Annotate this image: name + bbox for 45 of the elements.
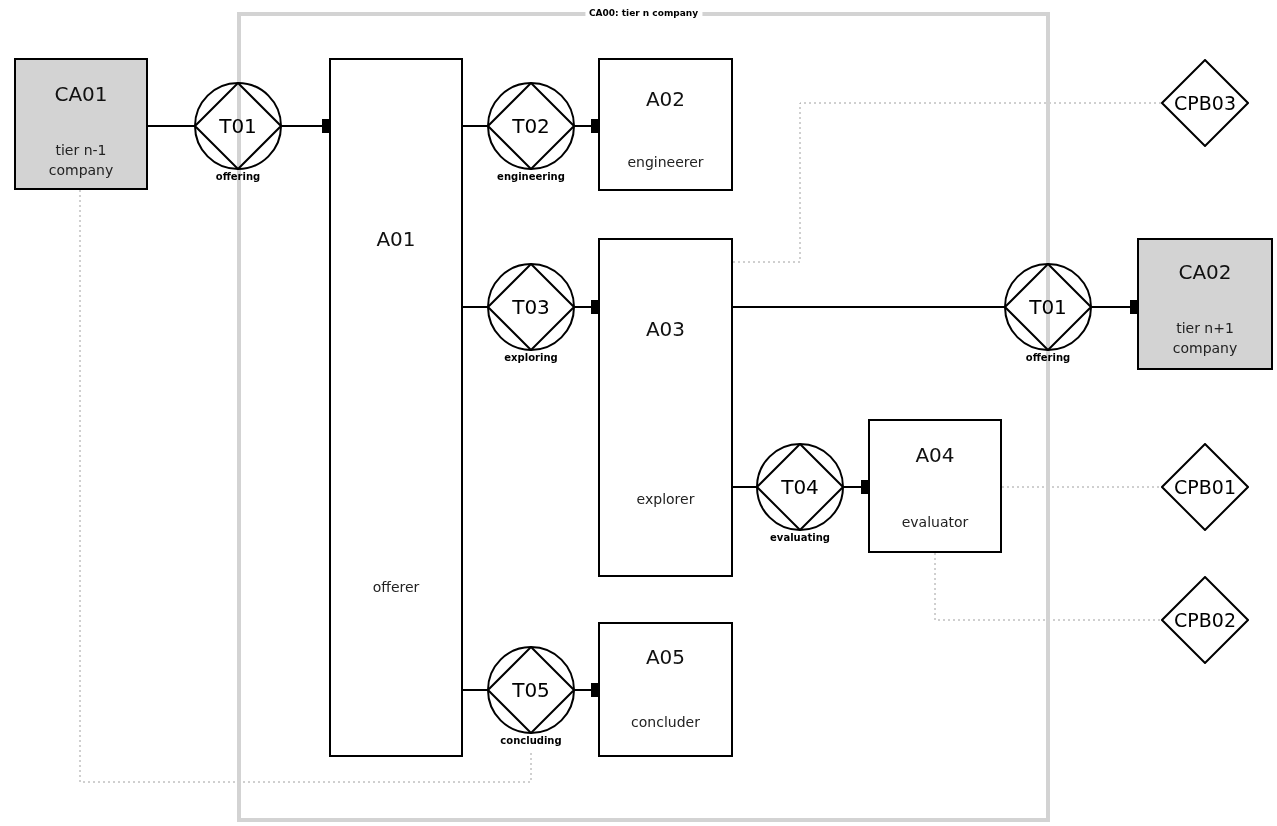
transaction-code: T04	[781, 475, 819, 499]
actor-role: concluder	[631, 713, 700, 732]
transaction-code: T01	[1029, 295, 1067, 319]
transaction-name: concluding	[500, 734, 562, 748]
connector-line	[462, 689, 488, 691]
transaction-code: T01	[219, 114, 257, 138]
actor-code: CA01	[54, 82, 108, 106]
actor-code: CA02	[1178, 260, 1232, 284]
dotted-link	[934, 552, 1162, 621]
connector-line	[462, 306, 488, 308]
boundary-title: CA00: tier n company	[584, 7, 703, 19]
composite-actor-code: CPB03	[1174, 91, 1236, 115]
actor-role: evaluator	[901, 513, 969, 532]
connector-line	[147, 125, 195, 127]
actor-role: engineerer	[627, 153, 704, 172]
transaction-name: offering	[215, 170, 261, 184]
actor-box	[598, 238, 733, 577]
actor-code: A05	[645, 645, 686, 669]
actor-role: offerer	[372, 578, 420, 597]
transaction-name: engineering	[497, 170, 565, 184]
transaction-name: evaluating	[770, 531, 830, 545]
actor-code: A02	[645, 87, 686, 111]
connector-line	[732, 486, 757, 488]
actor-code: A04	[915, 443, 955, 467]
transaction-code: T03	[512, 295, 550, 319]
composite-actor-box	[14, 58, 148, 190]
transaction-name: exploring	[504, 351, 558, 365]
composite-actor-box	[1137, 238, 1273, 370]
dotted-link	[79, 189, 532, 783]
actor-code: A01	[376, 227, 416, 251]
actor-box	[868, 419, 1002, 553]
transaction-name: offering	[1025, 351, 1071, 365]
actor-role: tier n+1 company	[1171, 319, 1239, 358]
transaction-code: T05	[512, 678, 550, 702]
actor-box	[329, 58, 463, 757]
connector-line	[732, 306, 1005, 308]
actor-role: explorer	[636, 490, 695, 509]
actor-code: A03	[645, 317, 686, 341]
actor-box	[598, 622, 733, 757]
actor-role: tier n-1 company	[47, 141, 115, 180]
transaction-code: T02	[512, 114, 550, 138]
composite-actor-code: CPB02	[1174, 608, 1236, 632]
actor-box	[598, 58, 733, 191]
composite-actor-code: CPB01	[1174, 475, 1236, 499]
connector-line	[462, 125, 488, 127]
